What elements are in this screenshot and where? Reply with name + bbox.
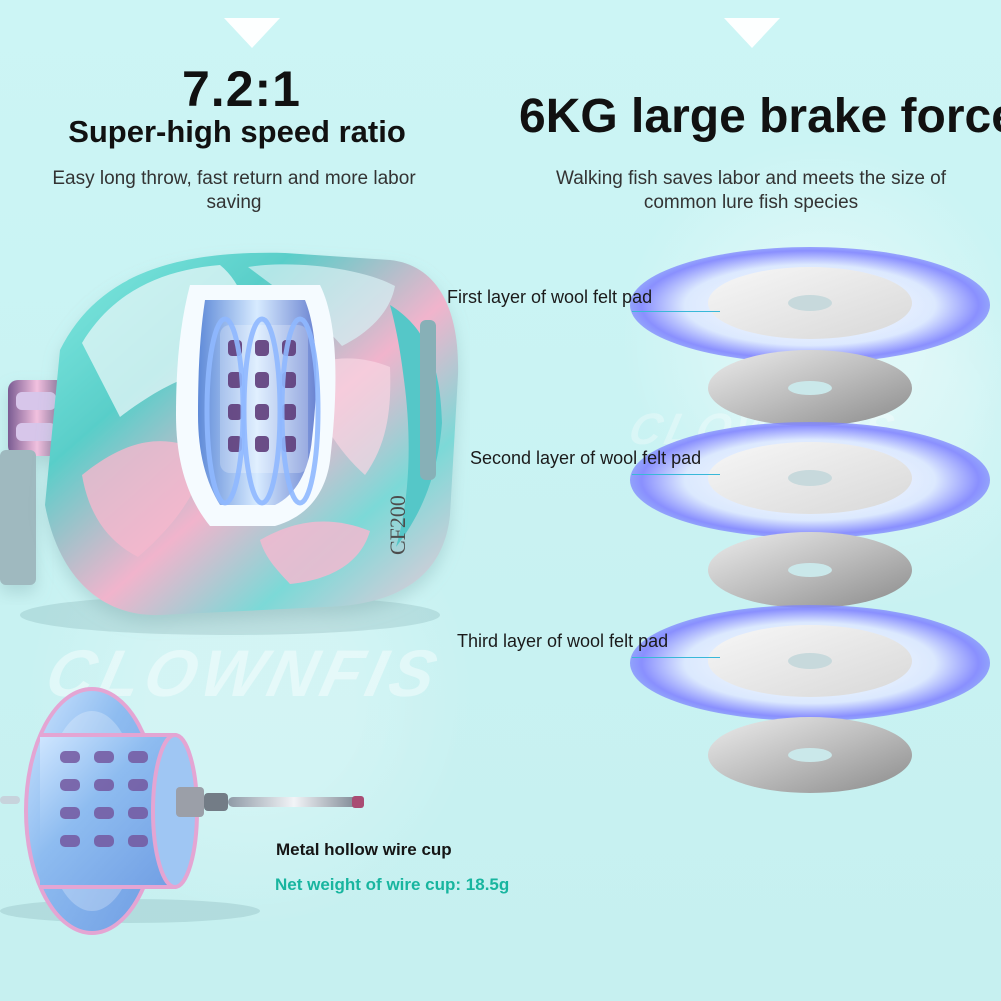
wire-cup-title: Metal hollow wire cup <box>276 840 452 859</box>
pointer-line-first <box>632 311 720 312</box>
reel-spool-window <box>176 285 336 526</box>
speed-ratio-title: Super-high speed ratio <box>68 114 406 149</box>
reel-handle-knob <box>0 380 66 585</box>
fishing-reel-illustration: CF200 <box>0 252 459 635</box>
reel-model-mark: CF200 <box>385 495 410 555</box>
pad-label-second: Second layer of wool felt pad <box>470 448 702 468</box>
steel-disc-2 <box>708 532 912 608</box>
wire-cup-weight: Net weight of wire cup: 18.5g <box>275 875 510 894</box>
speed-ratio-value: 7.2:1 <box>182 61 301 117</box>
pointer-line-second <box>632 474 720 475</box>
wire-cup-illustration <box>0 687 364 935</box>
pad-label-third: Third layer of wool felt pad <box>457 631 669 651</box>
felt-pad-layer-3 <box>630 605 990 721</box>
pointer-line-third <box>632 657 720 658</box>
brake-pad-stack-illustration <box>630 247 990 793</box>
felt-pad-layer-2 <box>630 422 990 538</box>
brake-force-title: 6KG large brake force <box>519 90 1001 143</box>
brake-force-description: Walking fish saves labor and meets the s… <box>555 168 947 213</box>
pad-label-first: First layer of wool felt pad <box>447 287 653 307</box>
triangle-marker-icon <box>724 18 780 48</box>
speed-ratio-description: Easy long throw, fast return and more la… <box>52 168 416 213</box>
steel-disc-3 <box>708 717 912 793</box>
steel-disc-1 <box>708 350 912 426</box>
felt-pad-layer-1 <box>630 247 990 363</box>
triangle-marker-icon <box>224 18 280 48</box>
